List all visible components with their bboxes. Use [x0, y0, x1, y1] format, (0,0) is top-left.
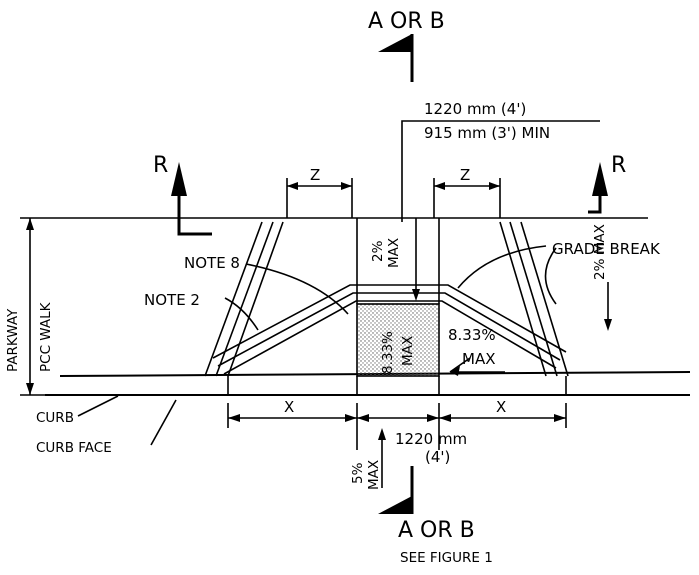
section-label-bottom: A OR B	[398, 518, 475, 543]
ramp-slope-center-pct: 8.33%	[380, 331, 396, 374]
ramp-slope-center-max: MAX	[400, 336, 416, 366]
left-flare-edge	[204, 221, 284, 377]
pcc-walk-label: PCC WALK	[38, 301, 54, 372]
arrowheads	[26, 182, 612, 440]
cross-slope-right-label: 2% MAX	[592, 224, 608, 280]
gutter-slope-pct: 5%	[350, 462, 366, 484]
x-left-label: X	[284, 398, 294, 416]
section-marker-r-right	[588, 162, 608, 214]
walk-width-primary-label: 1220 mm (4')	[424, 100, 526, 118]
cross-slope-top-max: MAX	[386, 238, 402, 268]
note-8-label: NOTE 8	[184, 254, 240, 272]
right-flare-edge	[499, 221, 569, 377]
parkway-label: PARKWAY	[5, 308, 21, 372]
see-figure-label: SEE FIGURE 1	[400, 550, 493, 566]
grade-break-label: GRADE BREAK	[552, 240, 661, 258]
cross-slope-top-pct: 2%	[370, 240, 386, 262]
walk-width-leader	[401, 120, 600, 222]
ramp-center-panel	[356, 303, 440, 377]
section-marker-top	[378, 34, 414, 82]
x-right-label: X	[496, 398, 506, 416]
curb-face-label: CURB FACE	[36, 440, 112, 456]
ramp-slope-flare-max: MAX	[462, 350, 495, 368]
ramp-slope-flare-pct: 8.33%	[448, 326, 496, 344]
flare-z-left-label: Z	[310, 166, 320, 184]
ramp-width-mm-label: 1220 mm	[395, 430, 467, 448]
walk-width-min-label: 915 mm (3') MIN	[424, 124, 550, 142]
section-marker-r-left	[171, 162, 212, 236]
grade-break-band	[212, 284, 567, 375]
section-r-right-label: R	[611, 153, 626, 178]
section-marker-bottom	[378, 466, 414, 514]
section-r-left-label: R	[153, 153, 168, 178]
flare-z-right-label: Z	[460, 166, 470, 184]
ramp-width-ft-label: (4')	[425, 448, 450, 466]
gutter-slope-max: MAX	[366, 460, 382, 490]
curb-label: CURB	[36, 410, 74, 426]
drawing-lines	[20, 120, 691, 488]
note-2-label: NOTE 2	[144, 291, 200, 309]
section-label-top: A OR B	[368, 9, 445, 34]
